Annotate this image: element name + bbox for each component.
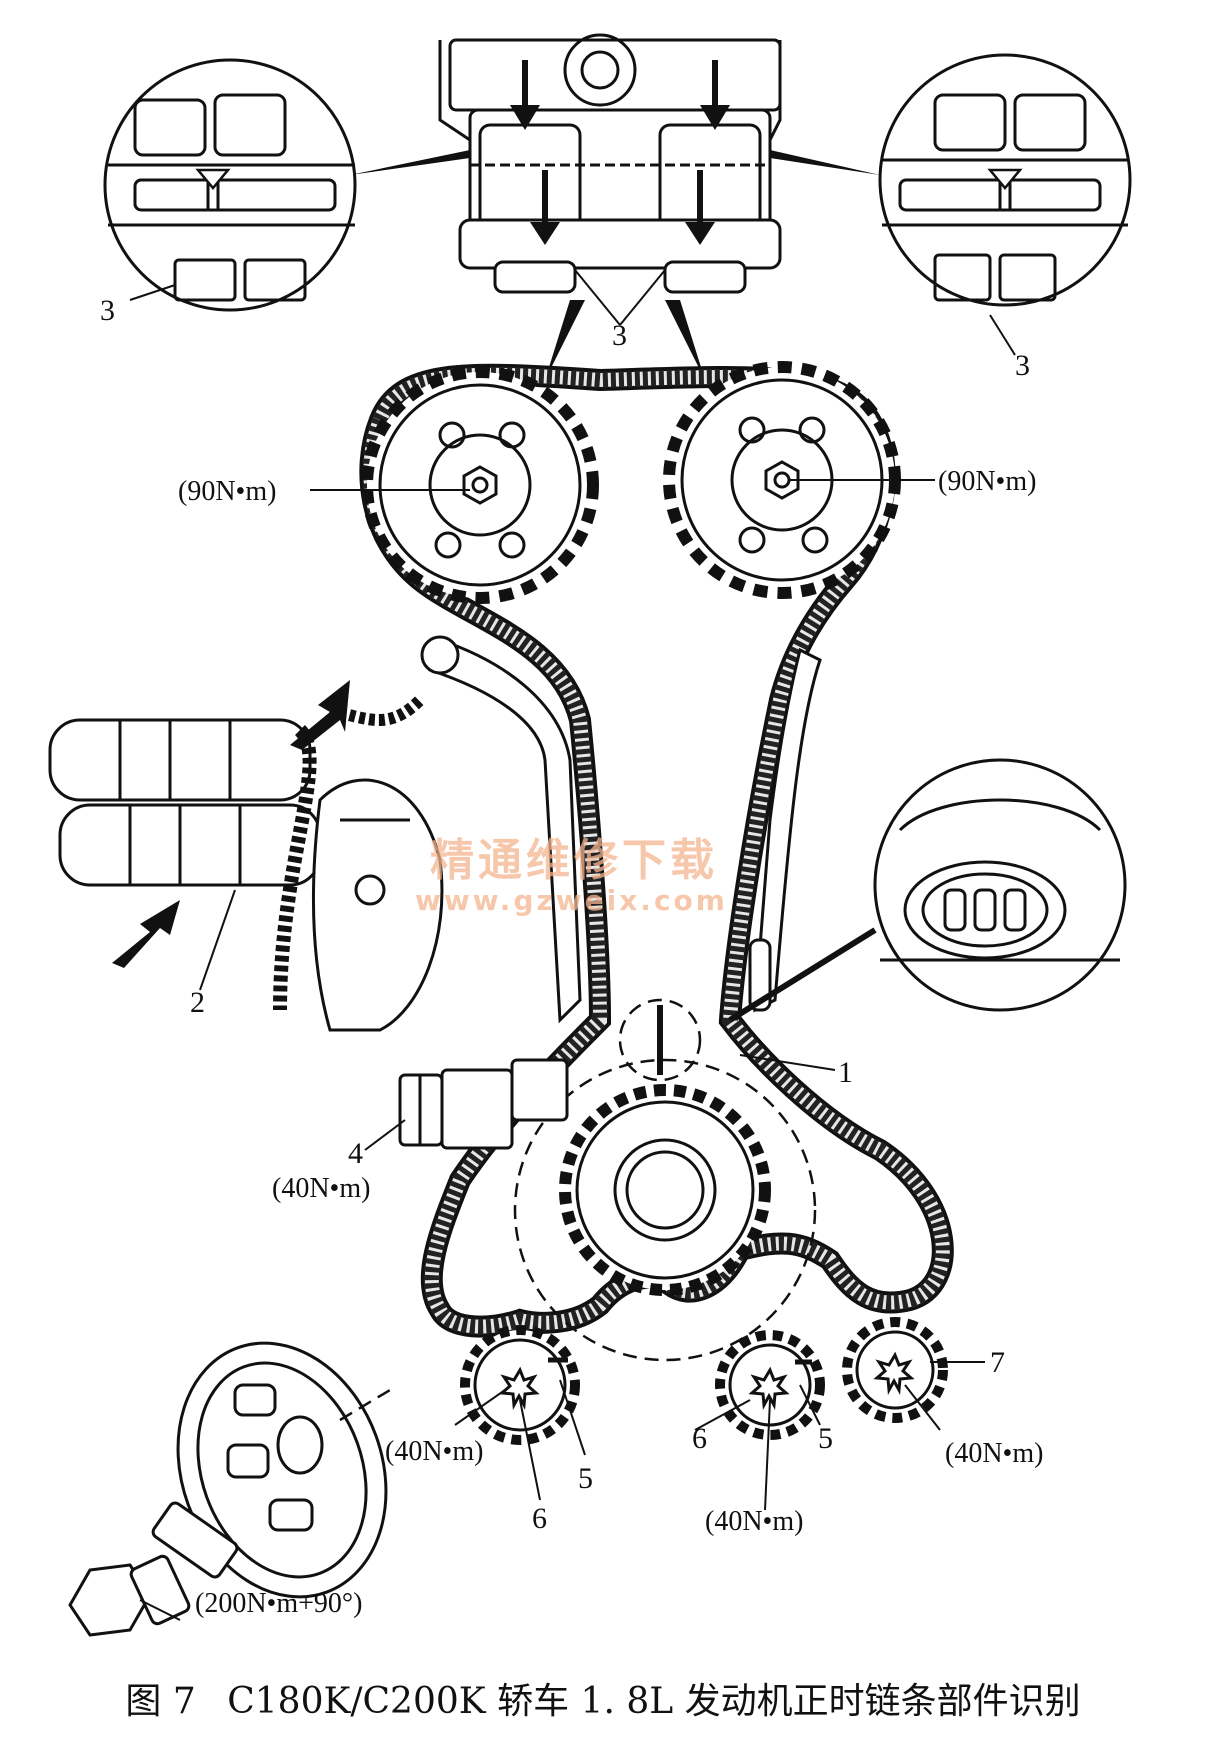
chain-tensioner xyxy=(398,1058,569,1150)
chain-guide-right xyxy=(748,647,822,1013)
watermark-text: 精通维修下载 xyxy=(430,835,718,886)
zoom-detail-left xyxy=(103,58,357,312)
label-3-center: 3 xyxy=(612,319,627,352)
camshaft-detail xyxy=(48,695,444,1032)
timing-mark-circle xyxy=(618,998,702,1082)
zoom-detail-right xyxy=(878,53,1132,307)
torque-balancer-right: (40N•m) xyxy=(945,1438,1043,1469)
arrow-icon xyxy=(510,60,730,245)
label-4: 4 xyxy=(348,1137,363,1170)
camshaft-sprocket-right xyxy=(663,361,901,599)
leader-lines xyxy=(129,269,1016,1621)
label-3-left: 3 xyxy=(100,294,115,327)
callout-wedges xyxy=(350,150,880,380)
label-6-center: 6 xyxy=(692,1422,707,1455)
zoom-detail-middle-right xyxy=(728,758,1127,1023)
torque-balancer-left: (40N•m) xyxy=(385,1436,483,1467)
figure-number: 图 7 xyxy=(125,1681,196,1722)
crankshaft-bolt xyxy=(68,1501,239,1637)
watermark-url: www.gzweix.com xyxy=(415,884,728,917)
torque-cam-left: (90N•m) xyxy=(178,476,276,507)
label-1: 1 xyxy=(838,1056,853,1089)
figure-title: C180K/C200K 轿车 1. 8L 发动机正时链条部件识别 xyxy=(227,1681,1081,1722)
balancer-sprocket-center xyxy=(715,1330,825,1440)
label-6-left: 6 xyxy=(532,1502,547,1535)
label-2: 2 xyxy=(190,986,205,1019)
timing-chain-diagram: 精通维修下载 www.gzweix.com 3 3 3 2 1 4 5 5 6 … xyxy=(48,33,1132,1637)
label-7: 7 xyxy=(990,1346,1005,1379)
torque-crank-bolt: (200N•m+90°) xyxy=(195,1588,362,1619)
chain-guide-left xyxy=(420,635,582,1024)
label-5-left: 5 xyxy=(578,1462,593,1495)
cylinder-head-top xyxy=(438,33,782,294)
label-3-right: 3 xyxy=(1015,349,1030,382)
balancer-sprocket-right xyxy=(842,1317,948,1423)
torque-cam-right: (90N•m) xyxy=(938,466,1036,497)
balancer-sprocket-left xyxy=(460,1325,580,1445)
figure-caption: 图 7 C180K/C200K 轿车 1. 8L 发动机正时链条部件识别 xyxy=(0,1672,1206,1724)
crankshaft-pulley xyxy=(176,1341,391,1599)
camshaft-sprocket-left xyxy=(361,366,599,604)
label-5-right: 5 xyxy=(818,1422,833,1455)
arrow-icon xyxy=(112,680,350,968)
torque-balancer-center: (40N•m) xyxy=(705,1506,803,1537)
crankshaft-sprocket xyxy=(513,1058,817,1362)
torque-tensioner: (40N•m) xyxy=(272,1173,370,1204)
